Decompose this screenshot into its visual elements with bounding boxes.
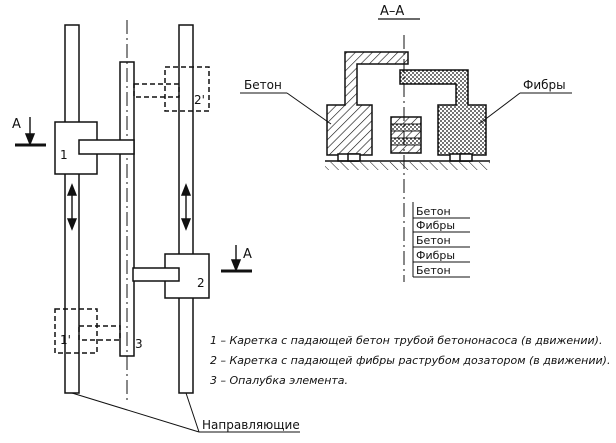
carriage-1-label: 1: [60, 148, 68, 162]
carriage-1-prime: [54, 308, 98, 354]
formwork-layer-3: [390, 130, 422, 139]
ground-hatch: [325, 162, 490, 170]
carriage-2-prime: [164, 66, 210, 112]
movement-arrow-1: [66, 183, 78, 231]
carriage-1-prime-label: 1': [60, 333, 71, 347]
legend-item-1: 1 – Каретка с падающей бетон трубой бето…: [210, 334, 602, 347]
formwork-layer-2: [390, 123, 422, 132]
guides-leader: [71, 392, 300, 433]
layer-label-5: Бетон: [416, 264, 451, 277]
carriage-2-funnel: [132, 267, 180, 282]
layer-label-4: Фибры: [416, 249, 455, 262]
carriage-1-prime-pipe: [78, 325, 121, 341]
rail-left-b: [347, 153, 361, 162]
plan-view: [15, 20, 300, 433]
section-marker-top-label: А: [12, 117, 21, 132]
layer-callouts: [412, 202, 470, 278]
leader-fibry: [478, 92, 521, 125]
formwork-layer-1: [390, 116, 422, 125]
carriage-2-prime-label: 2': [194, 93, 205, 107]
layer-label-1: Бетон: [416, 205, 451, 218]
fiber-funnel-section: [399, 69, 487, 156]
guides-label: Направляющие: [202, 418, 300, 432]
formwork-3-label: 3: [135, 337, 143, 351]
leader-beton: [286, 92, 332, 125]
formwork-layer-5: [390, 144, 422, 154]
label-beton: Бетон: [244, 78, 282, 92]
carriage-2-prime-funnel: [133, 83, 180, 98]
section-view: [240, 35, 572, 282]
formwork-layer-4: [390, 137, 422, 146]
carriage-2-label: 2: [197, 276, 205, 290]
carriage-2: [164, 253, 210, 299]
legend-item-2: 2 – Каретка с падающей фибры раструбом д…: [210, 354, 610, 367]
legend-item-3: 3 – Опалубка элемента.: [210, 374, 348, 387]
layer-label-2: Фибры: [416, 219, 455, 232]
concrete-pipe-section: [326, 51, 409, 156]
movement-arrow-2: [180, 183, 192, 231]
section-marker-bottom: [221, 245, 252, 273]
layer-label-3: Бетон: [416, 234, 451, 247]
rail-right-b: [459, 153, 473, 162]
carriage-1-pipe: [78, 139, 135, 155]
section-marker-top: [15, 117, 46, 147]
section-marker-bottom-label: А: [243, 247, 252, 262]
section-title: А–А: [380, 4, 404, 19]
label-fibry: Фибры: [523, 78, 566, 92]
